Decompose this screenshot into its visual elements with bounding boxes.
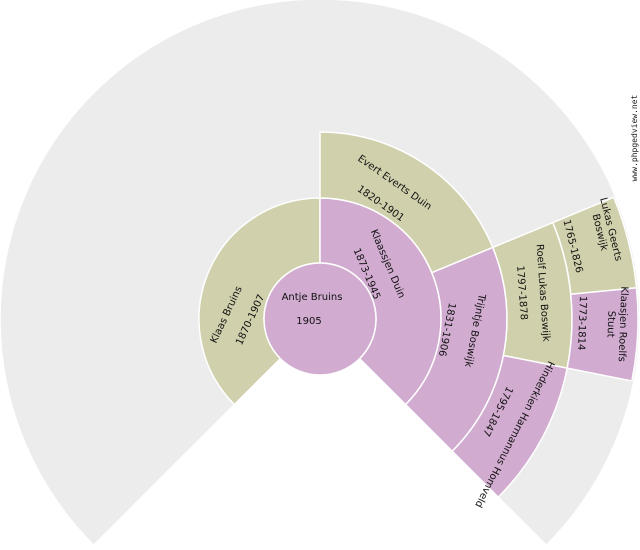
person-dates: 1773-1814 <box>575 296 588 351</box>
root-person-circle <box>263 262 377 376</box>
watermark: www.phpgedview.net <box>630 94 639 181</box>
person-name: Stuut <box>605 310 617 337</box>
person-dates: 1797-1878 <box>514 265 529 320</box>
person-name: Antje Bruins <box>282 292 343 303</box>
person-dates: 1905 <box>296 316 321 327</box>
person-name: Klaasjen Roelfs <box>616 286 630 362</box>
person-sector-15 <box>451 354 569 499</box>
person-sector-29 <box>566 287 639 382</box>
